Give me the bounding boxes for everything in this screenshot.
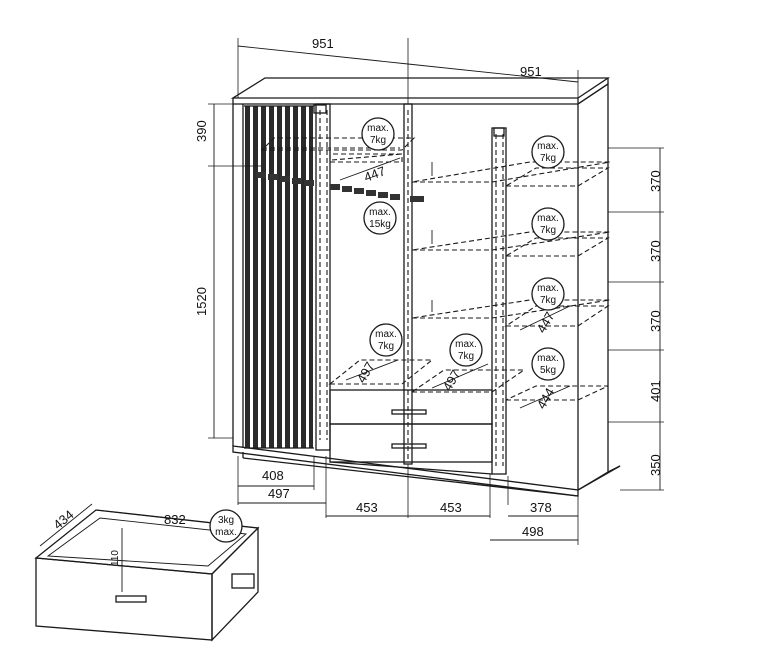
drawer-detail [34,503,260,642]
dimension-labels: 951 951 390 1520 370 370 370 401 350 408… [50,36,663,566]
dim-bottom-453-left: 453 [356,500,378,515]
right-side-panel [577,82,609,492]
svg-text:7kg: 7kg [540,153,556,164]
dim-top-right-width: 951 [520,64,542,79]
svg-text:7kg: 7kg [378,341,394,352]
svg-text:7kg: 7kg [458,351,474,362]
dim-depth-shelf-right: 447 [534,309,558,335]
dim-bottom-498: 498 [522,524,544,539]
load-badge-bottom-left: max. 7kg [369,323,403,357]
load-badge-right-4: max. 5kg [531,347,565,381]
partition-left [315,103,331,451]
slatted-door [244,105,314,449]
dim-left-total: 1520 [194,287,209,316]
dim-right-shelf-3: 370 [648,310,663,332]
svg-text:max.: max. [537,213,559,224]
svg-text:max.: max. [215,527,237,538]
load-badge-right-2: max. 7kg [531,207,565,241]
middle-shelves [411,161,611,319]
dim-depth-shelf-right-low: 444 [534,385,558,411]
svg-text:max.: max. [537,141,559,152]
dimension-lines [208,38,664,545]
load-badge-drawer: 3kg max. [209,509,243,543]
dim-top-left-width: 951 [312,36,334,51]
svg-text:max.: max. [367,123,389,134]
dim-right-shelf-2: 370 [648,240,663,262]
drawer-block [329,389,493,463]
load-badge-right-3: max. 7kg [531,277,565,311]
load-badge-bottom-mid: max. 7kg [449,333,483,367]
svg-text:max.: max. [375,329,397,340]
right-shelves [504,167,610,401]
dim-right-bottom: 350 [648,454,663,476]
svg-text:max.: max. [537,283,559,294]
svg-text:max.: max. [369,207,391,218]
dim-bottom-497: 497 [268,486,290,501]
load-badge-rail: max. 15kg [363,201,397,235]
dim-left-upper: 390 [194,120,209,142]
dim-bottom-408: 408 [262,468,284,483]
dim-right-shelf-1: 370 [648,170,663,192]
dim-right-shelf-4: 401 [648,380,663,402]
dim-depth-drawer-left: 497 [354,359,378,385]
svg-text:7kg: 7kg [540,295,556,306]
load-badge-top-left: max. 7kg [361,117,395,151]
svg-text:15kg: 15kg [369,219,391,230]
load-badge-right-1: max. 7kg [531,135,565,169]
dim-depth-rail: 447 [362,163,388,185]
svg-text:max.: max. [537,353,559,364]
svg-text:max.: max. [455,339,477,350]
dim-bottom-378: 378 [530,500,552,515]
svg-text:7kg: 7kg [370,135,386,146]
wardrobe-body [230,77,621,497]
svg-text:5kg: 5kg [540,365,556,376]
dim-drawer-width: 832 [164,512,186,527]
dim-bottom-453-right: 453 [440,500,462,515]
top-board-surface [230,77,611,99]
svg-text:3kg: 3kg [218,515,234,526]
svg-text:7kg: 7kg [540,225,556,236]
dim-drawer-height: 110 [110,550,121,566]
